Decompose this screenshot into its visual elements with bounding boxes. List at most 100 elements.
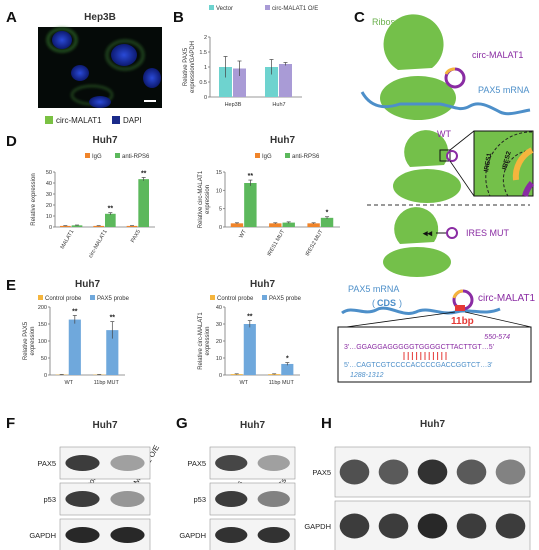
y-tick-e2-3: 30 <box>216 322 222 328</box>
legend-swatch-e2-1 <box>262 295 267 300</box>
legend-circ-label: circ-MALAT1 <box>56 116 102 125</box>
bar-d2-1-1 <box>282 222 295 227</box>
wt-label: WT <box>437 129 451 139</box>
blot-g-row-1: p53 <box>193 495 206 504</box>
y-tick-b-3: 1.5 <box>199 50 207 56</box>
sig-e2-1: * <box>286 356 289 363</box>
circ-rna-ires-segment <box>444 67 456 75</box>
e-circ-label: circ-MALAT1 <box>478 293 535 304</box>
sequence-box <box>337 326 532 383</box>
blocked-arrows: ◂◂ <box>422 228 433 238</box>
bar-b-1-1 <box>279 64 292 97</box>
x-tick-b-0: Hep3B <box>225 102 242 108</box>
legend-label-d1-1: anti-RPS6 <box>122 154 150 160</box>
legend-swatch-d2-0 <box>255 153 260 158</box>
y-label-d1: Relative expression <box>31 173 37 225</box>
bar-d1-2-0 <box>126 225 138 227</box>
western-blot-h: Huh7IRES2 MUT O/EIRES1 MUT O/E11bp MUT O… <box>304 419 531 550</box>
mut-circ-ring <box>446 227 458 239</box>
x-tick-d2-2: IRES2 MUT <box>305 228 325 257</box>
top-range: 550-574 <box>484 334 510 341</box>
chart-e1-title: Huh7 <box>75 279 100 290</box>
bottom-range: 1288-1312 <box>350 372 384 379</box>
legend-swatch-b-1 <box>265 5 270 10</box>
legend-swatch-dapi <box>112 116 120 124</box>
bar-d1-2-1 <box>138 179 149 227</box>
blot-g-band-2-0 <box>215 527 248 543</box>
ires-mut-label: IRES MUT <box>466 228 510 238</box>
y-tick-b-2: 1 <box>204 65 207 71</box>
legend-swatch-circ <box>45 116 53 124</box>
mrna-strand <box>360 91 531 116</box>
wt-circ-ring <box>446 150 458 162</box>
y-label-e2: Relative circ-MALAT1expression <box>198 312 211 370</box>
bar-e2-1-1 <box>281 363 294 375</box>
y-tick-d1-0: 0 <box>49 225 52 231</box>
blot-h-band-1-0 <box>339 513 370 539</box>
panel-a-microscopy: Hep3B circ-MALAT1 DAPI <box>38 12 162 125</box>
bottom-sequence: 5'…CAGTCGTCCCCACCCCGACCGGTCT…3' <box>344 362 493 369</box>
chart-e2-title: Huh7 <box>250 279 275 290</box>
blot-f-row-1: p53 <box>43 495 56 504</box>
legend-swatch-e1-1 <box>90 295 95 300</box>
panel-c-ires-mut-diagram: ◂◂ IRES MUT <box>383 207 510 277</box>
bar-e1-1-1 <box>106 330 119 375</box>
legend-swatch-b-0 <box>209 5 214 10</box>
y-tick-d1-5: 50 <box>46 170 52 176</box>
y-tick-d1-2: 20 <box>46 203 52 209</box>
bar-e2-1-0 <box>268 374 281 375</box>
e-cds-open: ( <box>372 298 375 308</box>
y-tick-d1-4: 40 <box>46 181 52 187</box>
legend-label-b-1: circ-MALAT1 O/E <box>272 6 318 12</box>
panel-letter-a: A <box>6 9 17 26</box>
bar-d2-2-0 <box>307 223 320 227</box>
y-tick-b-4: 2 <box>204 35 207 41</box>
blot-h-band-0-4 <box>495 459 526 485</box>
sig-d2-0: ** <box>248 173 254 180</box>
blot-h-row-0: PAX5 <box>312 468 331 477</box>
bar-d1-0-0 <box>60 225 71 227</box>
nucleus-1 <box>52 31 72 49</box>
y-tick-b-1: 0.5 <box>199 80 207 86</box>
y-tick-e2-1: 10 <box>216 356 222 362</box>
bar-d2-0-0 <box>230 223 244 227</box>
chart-d2-title: Huh7 <box>270 135 295 146</box>
legend-label-e2-0: Control probe <box>217 296 254 302</box>
blot-g-band-1-1 <box>257 491 290 507</box>
legend-swatch-d2-1 <box>285 153 290 158</box>
panel-c-wt-diagram: WT IRES1 IRES2 <box>367 129 535 206</box>
panel-letter-e: E <box>6 277 16 294</box>
y-tick-e1-2: 100 <box>38 339 47 345</box>
panel-c-ribosome-diagram: Ribosome circ-MALAT1 PAX5 mRNA <box>360 14 531 120</box>
mrna-label: PAX5 mRNA <box>478 85 529 95</box>
legend-label-b-0: Vector <box>216 6 233 12</box>
y-label-b: Relative PAX5expression/GAPDH <box>183 41 196 93</box>
zoom-box <box>439 149 451 162</box>
blot-g-row-0: PAX5 <box>187 459 206 468</box>
panel-letter-b: B <box>173 9 184 26</box>
mut-large-subunit <box>394 207 439 244</box>
y-tick-d2-0: 0 <box>219 225 222 231</box>
blot-g-band-0-0 <box>215 455 248 471</box>
bar-d1-0-1 <box>71 225 83 227</box>
legend-swatch-d1-1 <box>115 153 120 158</box>
sig-e2-0: ** <box>247 314 253 321</box>
panel-letter-h: H <box>321 415 332 432</box>
blot-f-row-0: PAX5 <box>37 459 56 468</box>
blot-h-band-0-2 <box>417 459 448 485</box>
y-tick-d1-1: 10 <box>46 214 52 220</box>
bp-label: 11bp <box>451 316 474 327</box>
bar-d1-1-0 <box>93 225 104 227</box>
x-tick-e1-0: WT <box>64 380 73 386</box>
legend-swatch-e2-0 <box>210 295 215 300</box>
panel-a-title: Hep3B <box>84 12 116 23</box>
bar-d2-2-1 <box>320 217 334 227</box>
x-tick-d1-0: MALAT1 <box>60 229 76 250</box>
bar-b-1-0 <box>265 67 278 97</box>
sig-e1-1: ** <box>110 315 116 322</box>
x-tick-d2-0: WT <box>238 228 248 239</box>
blot-f-band-2-0 <box>65 527 100 543</box>
